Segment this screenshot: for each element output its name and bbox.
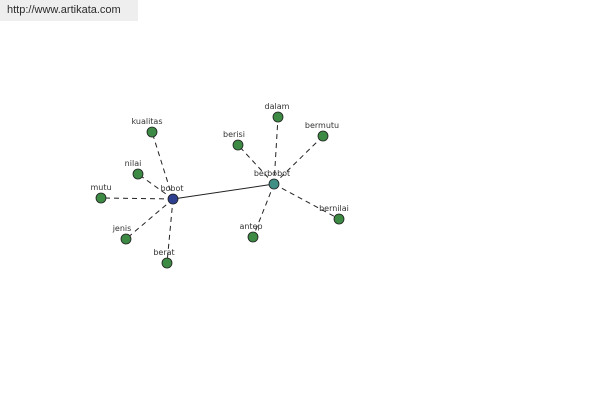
node-label-nilai: nilai: [125, 159, 142, 168]
edge-bobot-mutu: [100, 197, 174, 200]
node-label-bernilai: bernilai: [319, 204, 349, 213]
node-nilai[interactable]: [132, 168, 144, 180]
edge-berbobot-bermutu: [273, 135, 324, 185]
node-jenis[interactable]: [120, 233, 132, 245]
edge-bobot-berbobot: [172, 183, 275, 200]
node-kualitas[interactable]: [146, 126, 158, 138]
node-label-dalam: dalam: [265, 102, 290, 111]
node-bermutu[interactable]: [317, 130, 329, 142]
edges-layer: [100, 116, 340, 264]
node-berbobot[interactable]: [268, 178, 280, 190]
node-label-jenis: jenis: [112, 224, 132, 233]
node-label-mutu: mutu: [90, 183, 111, 192]
edge-bobot-nilai: [137, 173, 174, 200]
edge-bobot-kualitas: [151, 131, 174, 200]
labels-layer: bobot berbobot kualitas nilai mutu jenis berat…: [90, 102, 348, 257]
node-label-bobot: bobot: [160, 184, 183, 193]
watermark-url: http://www.artikata.com: [7, 4, 121, 16]
nodes-layer: [95, 111, 345, 269]
node-antep[interactable]: [247, 231, 259, 243]
edge-berbobot-dalam: [273, 116, 279, 185]
node-berat[interactable]: [161, 257, 173, 269]
edge-berbobot-bernilai: [273, 183, 340, 220]
edge-berbobot-berisi: [237, 144, 275, 185]
node-label-berisi: berisi: [223, 130, 245, 139]
node-label-bermutu: bermutu: [305, 121, 339, 130]
watermark-banner: http://www.artikata.com: [0, 0, 138, 21]
node-label-berbobot: berbobot: [254, 169, 290, 178]
node-dalam[interactable]: [272, 111, 284, 123]
node-berisi[interactable]: [232, 139, 244, 151]
node-bernilai[interactable]: [333, 213, 345, 225]
node-label-antep: antep: [239, 222, 262, 231]
node-label-kualitas: kualitas: [131, 117, 162, 126]
node-mutu[interactable]: [95, 192, 107, 204]
edge-bobot-berat: [166, 198, 174, 264]
edge-bobot-jenis: [125, 198, 174, 240]
node-bobot[interactable]: [167, 193, 179, 205]
edge-berbobot-antep: [252, 183, 275, 238]
node-label-berat: berat: [153, 248, 174, 257]
